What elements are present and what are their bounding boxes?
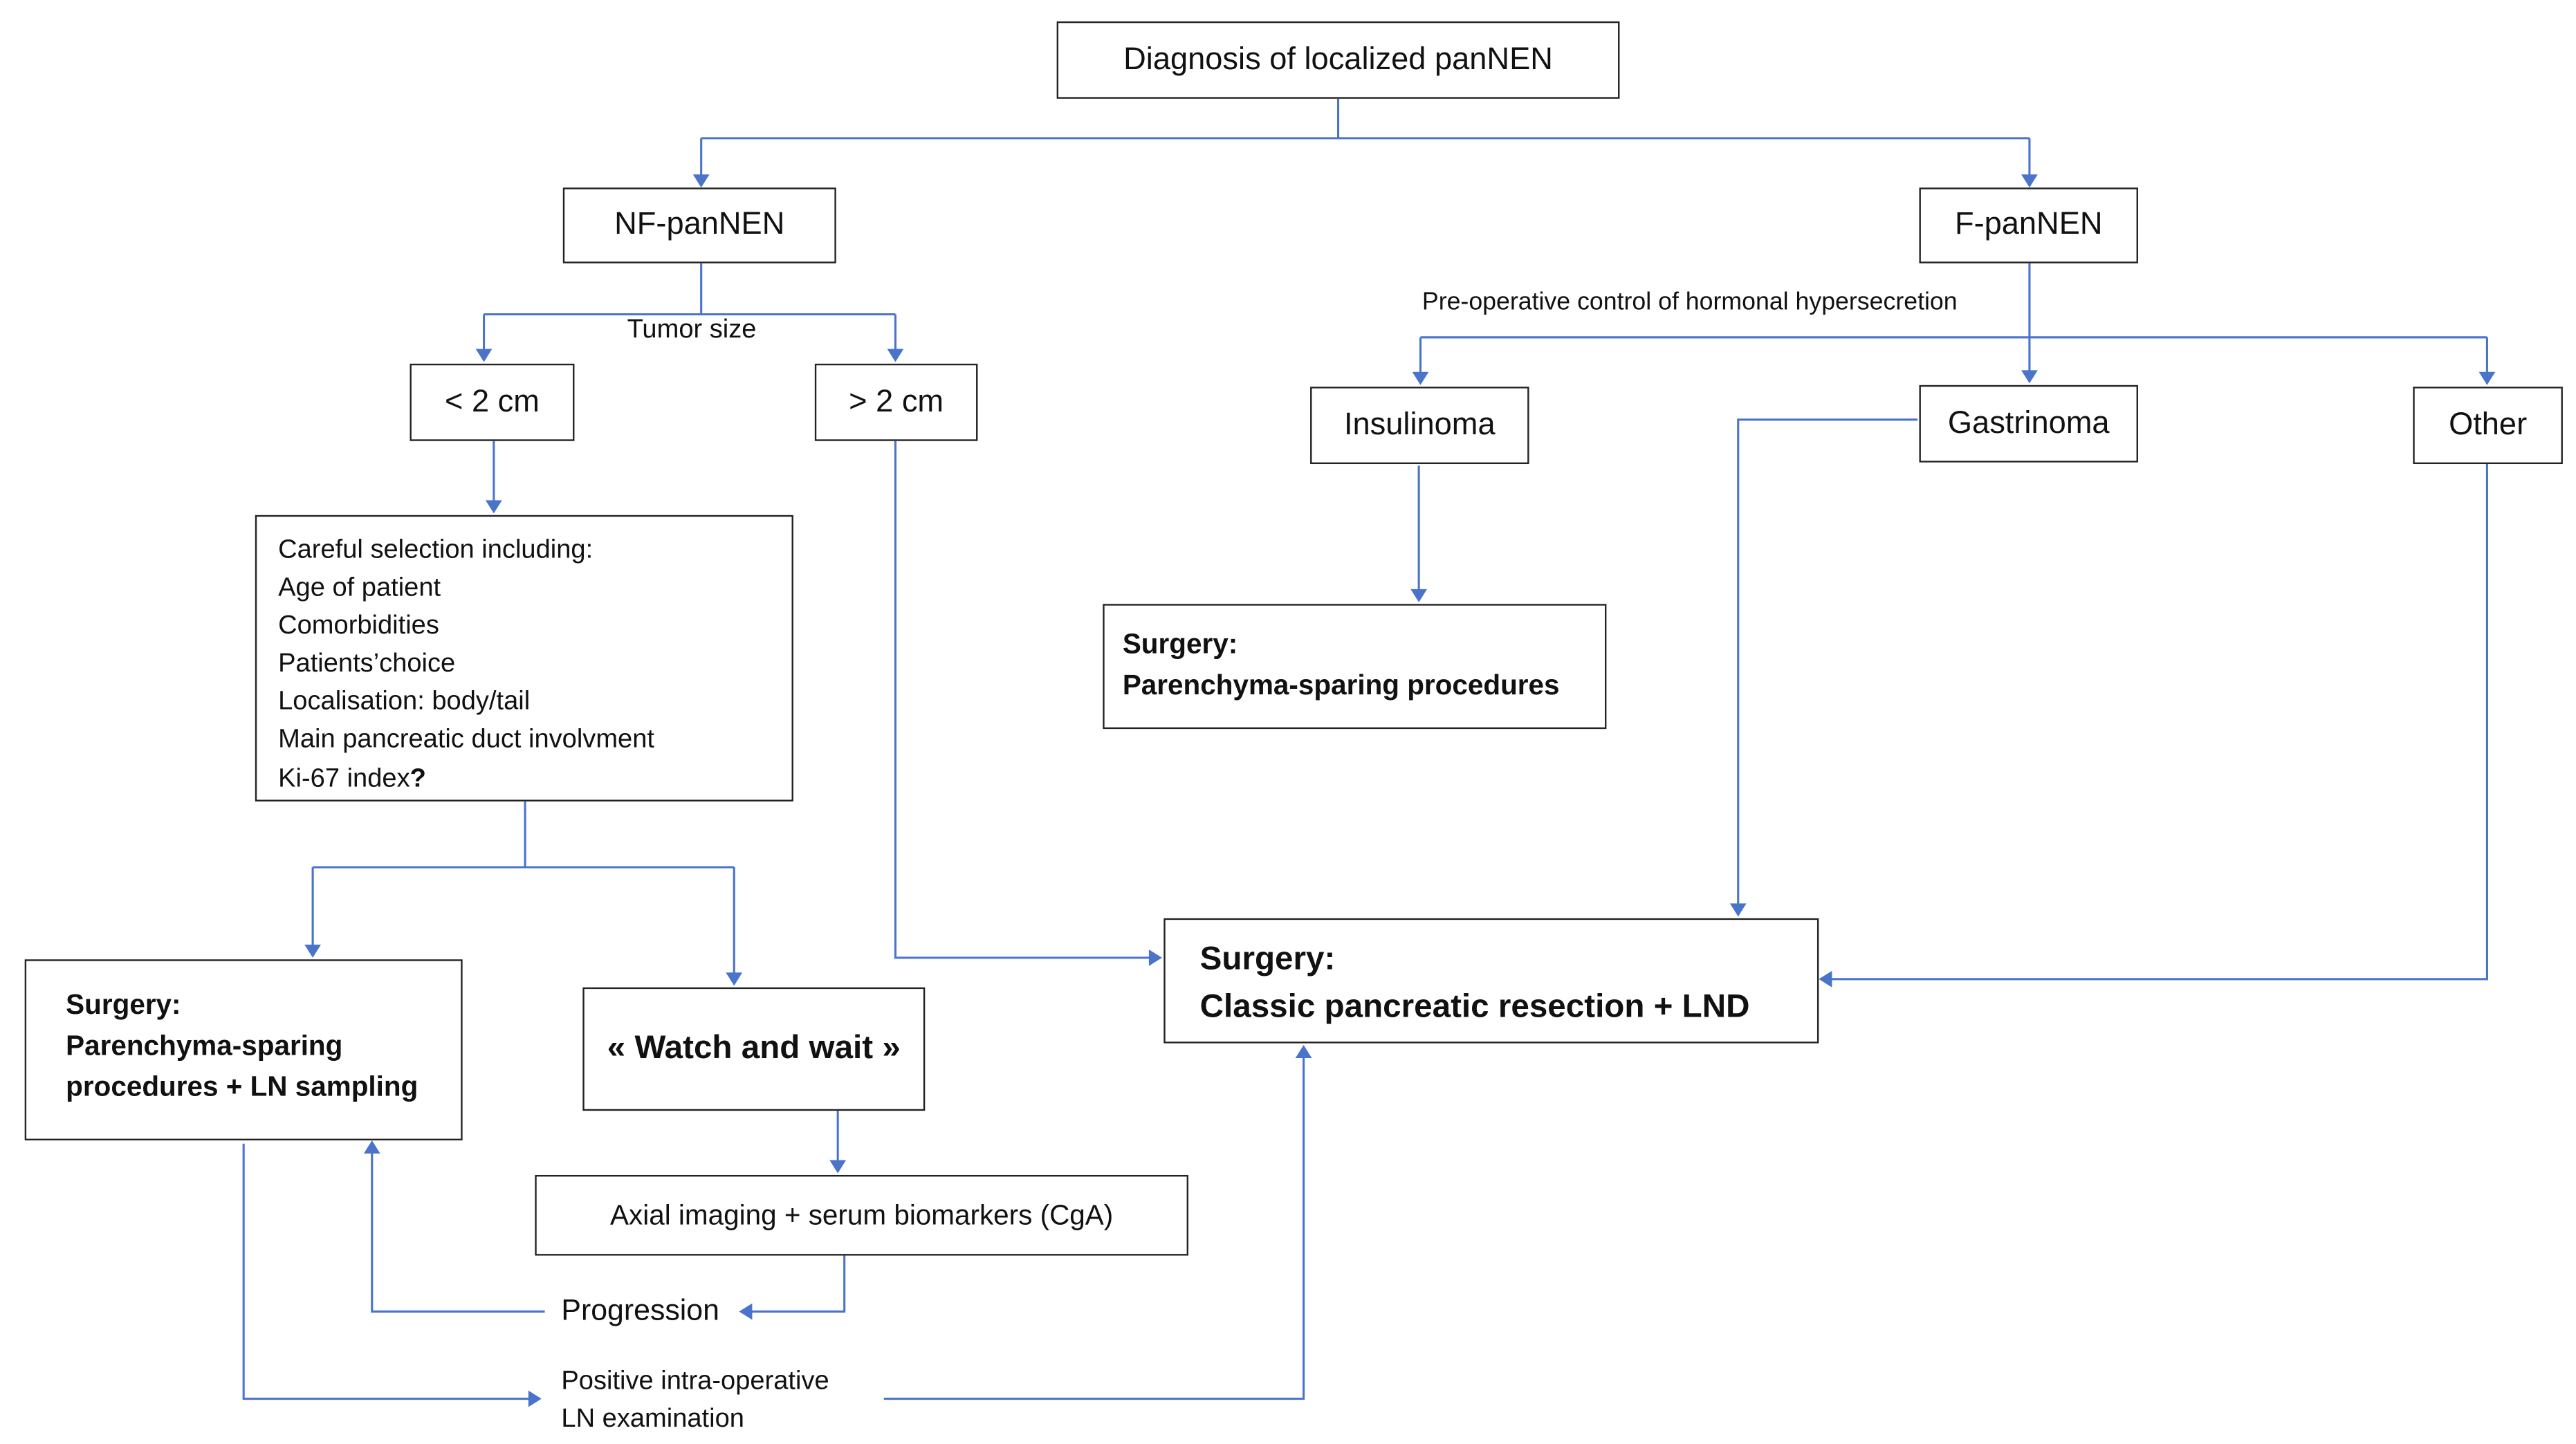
node-f-pannen: F-panNEN	[1919, 187, 2138, 263]
arrowhead	[829, 1160, 847, 1174]
careful-line-5: Localisation: body/tail	[278, 688, 531, 716]
arrowhead	[304, 944, 322, 958]
arrowhead	[2478, 371, 2496, 385]
arrowhead	[2021, 370, 2038, 384]
node-nf-pannen: NF-panNEN	[562, 187, 836, 263]
arrowhead	[1819, 970, 1832, 988]
node-nf-pannen-label: NF-panNEN	[614, 207, 785, 242]
arrowhead	[1412, 371, 1429, 385]
node-watch-and-wait: « Watch and wait »	[582, 987, 926, 1111]
careful-line-6: Main pancreatic duct involvment	[278, 726, 654, 755]
surgery-ps-title: Surgery:	[1122, 628, 1238, 660]
node-gt-2cm: > 2 cm	[814, 363, 978, 441]
node-insulinoma: Insulinoma	[1310, 387, 1529, 465]
node-surgery-parenchyma-sparing: Surgery: Parenchyma-sparing procedures	[1103, 604, 1607, 730]
node-gastrinoma-label: Gastrinoma	[1947, 405, 2110, 441]
node-other: Other	[2413, 387, 2563, 465]
label-positive-ln-line2: LN examination	[561, 1405, 744, 1434]
arrowhead	[692, 174, 710, 188]
arrowhead	[739, 1303, 753, 1320]
node-root: Diagnosis of localized panNEN	[1056, 21, 1620, 99]
connector-nf-split	[484, 263, 896, 316]
surgery-classic-text: Classic pancreatic resection + LND	[1199, 989, 1750, 1026]
node-f-pannen-label: F-panNEN	[1954, 207, 2103, 242]
connector-gt2-classic	[894, 441, 1151, 959]
connector-progression-surgery	[371, 1151, 545, 1313]
arrowhead	[726, 972, 743, 986]
connector-f-split	[1420, 263, 2487, 372]
connector-careful-split	[313, 801, 735, 869]
node-gastrinoma: Gastrinoma	[1919, 385, 2138, 463]
node-axial-imaging: Axial imaging + serum biomarkers (CgA)	[535, 1174, 1188, 1256]
surgery-ps-ln-title: Surgery:	[66, 989, 181, 1021]
label-progression: Progression	[561, 1293, 719, 1326]
surgery-ps-ln-line2: procedures + LN sampling	[66, 1071, 418, 1103]
careful-line-2: Age of patient	[278, 574, 441, 603]
connector-surgery-positive	[242, 1143, 531, 1400]
node-axial-imaging-label: Axial imaging + serum biomarkers (CgA)	[610, 1198, 1114, 1230]
node-gt-2cm-label: > 2 cm	[849, 384, 944, 419]
connector-axial-progression	[751, 1255, 846, 1313]
node-surgery-classic: Surgery: Classic pancreatic resection + …	[1163, 918, 1819, 1044]
node-surgery-parenchyma-sparing-ln: Surgery: Parenchyma-sparing procedures +…	[24, 959, 463, 1140]
careful-line-1: Careful selection including:	[278, 536, 594, 565]
label-positive-ln-line1: Positive intra-operative	[561, 1367, 829, 1396]
surgery-ps-ln-line1: Parenchyma-sparing	[66, 1030, 343, 1062]
node-careful-selection: Careful selection including: Age of pati…	[255, 515, 793, 802]
connector-positive-classic	[883, 1056, 1305, 1400]
arrowhead	[475, 349, 493, 362]
careful-line-3: Comorbidities	[278, 612, 439, 641]
ki67-label: Ki-67 index	[278, 764, 410, 793]
label-positive-ln: Positive intra-operative LN examination	[561, 1362, 829, 1438]
arrowhead	[363, 1140, 380, 1154]
careful-line-7: Ki-67 index?	[278, 759, 791, 797]
ki67-question-mark: ?	[410, 764, 426, 793]
surgery-classic-title: Surgery:	[1199, 941, 1336, 978]
arrowhead	[1729, 903, 1747, 917]
node-lt-2cm-label: < 2 cm	[444, 384, 540, 419]
arrowhead	[485, 500, 502, 514]
node-root-label: Diagnosis of localized panNEN	[1123, 41, 1553, 77]
connector-root-split	[701, 98, 2030, 140]
connector-gastrinoma-classic	[1737, 418, 1918, 905]
node-other-label: Other	[2449, 407, 2528, 442]
label-tumor-size: Tumor size	[627, 315, 757, 344]
arrowhead	[1295, 1044, 1312, 1059]
arrowhead	[2021, 174, 2038, 188]
node-watch-and-wait-label: « Watch and wait »	[607, 1030, 901, 1066]
arrowhead	[1148, 949, 1162, 966]
arrowhead	[887, 349, 904, 362]
node-insulinoma-label: Insulinoma	[1343, 407, 1496, 442]
arrowhead	[1410, 589, 1428, 602]
node-lt-2cm: < 2 cm	[410, 363, 575, 441]
label-preoperative-control: Pre-operative control of hormonal hypers…	[1422, 288, 1958, 316]
surgery-ps-text: Parenchyma-sparing procedures	[1122, 669, 1560, 701]
careful-line-4: Patients’choice	[278, 650, 456, 679]
connector-other-classic	[1830, 464, 2488, 981]
arrowhead	[528, 1390, 542, 1407]
